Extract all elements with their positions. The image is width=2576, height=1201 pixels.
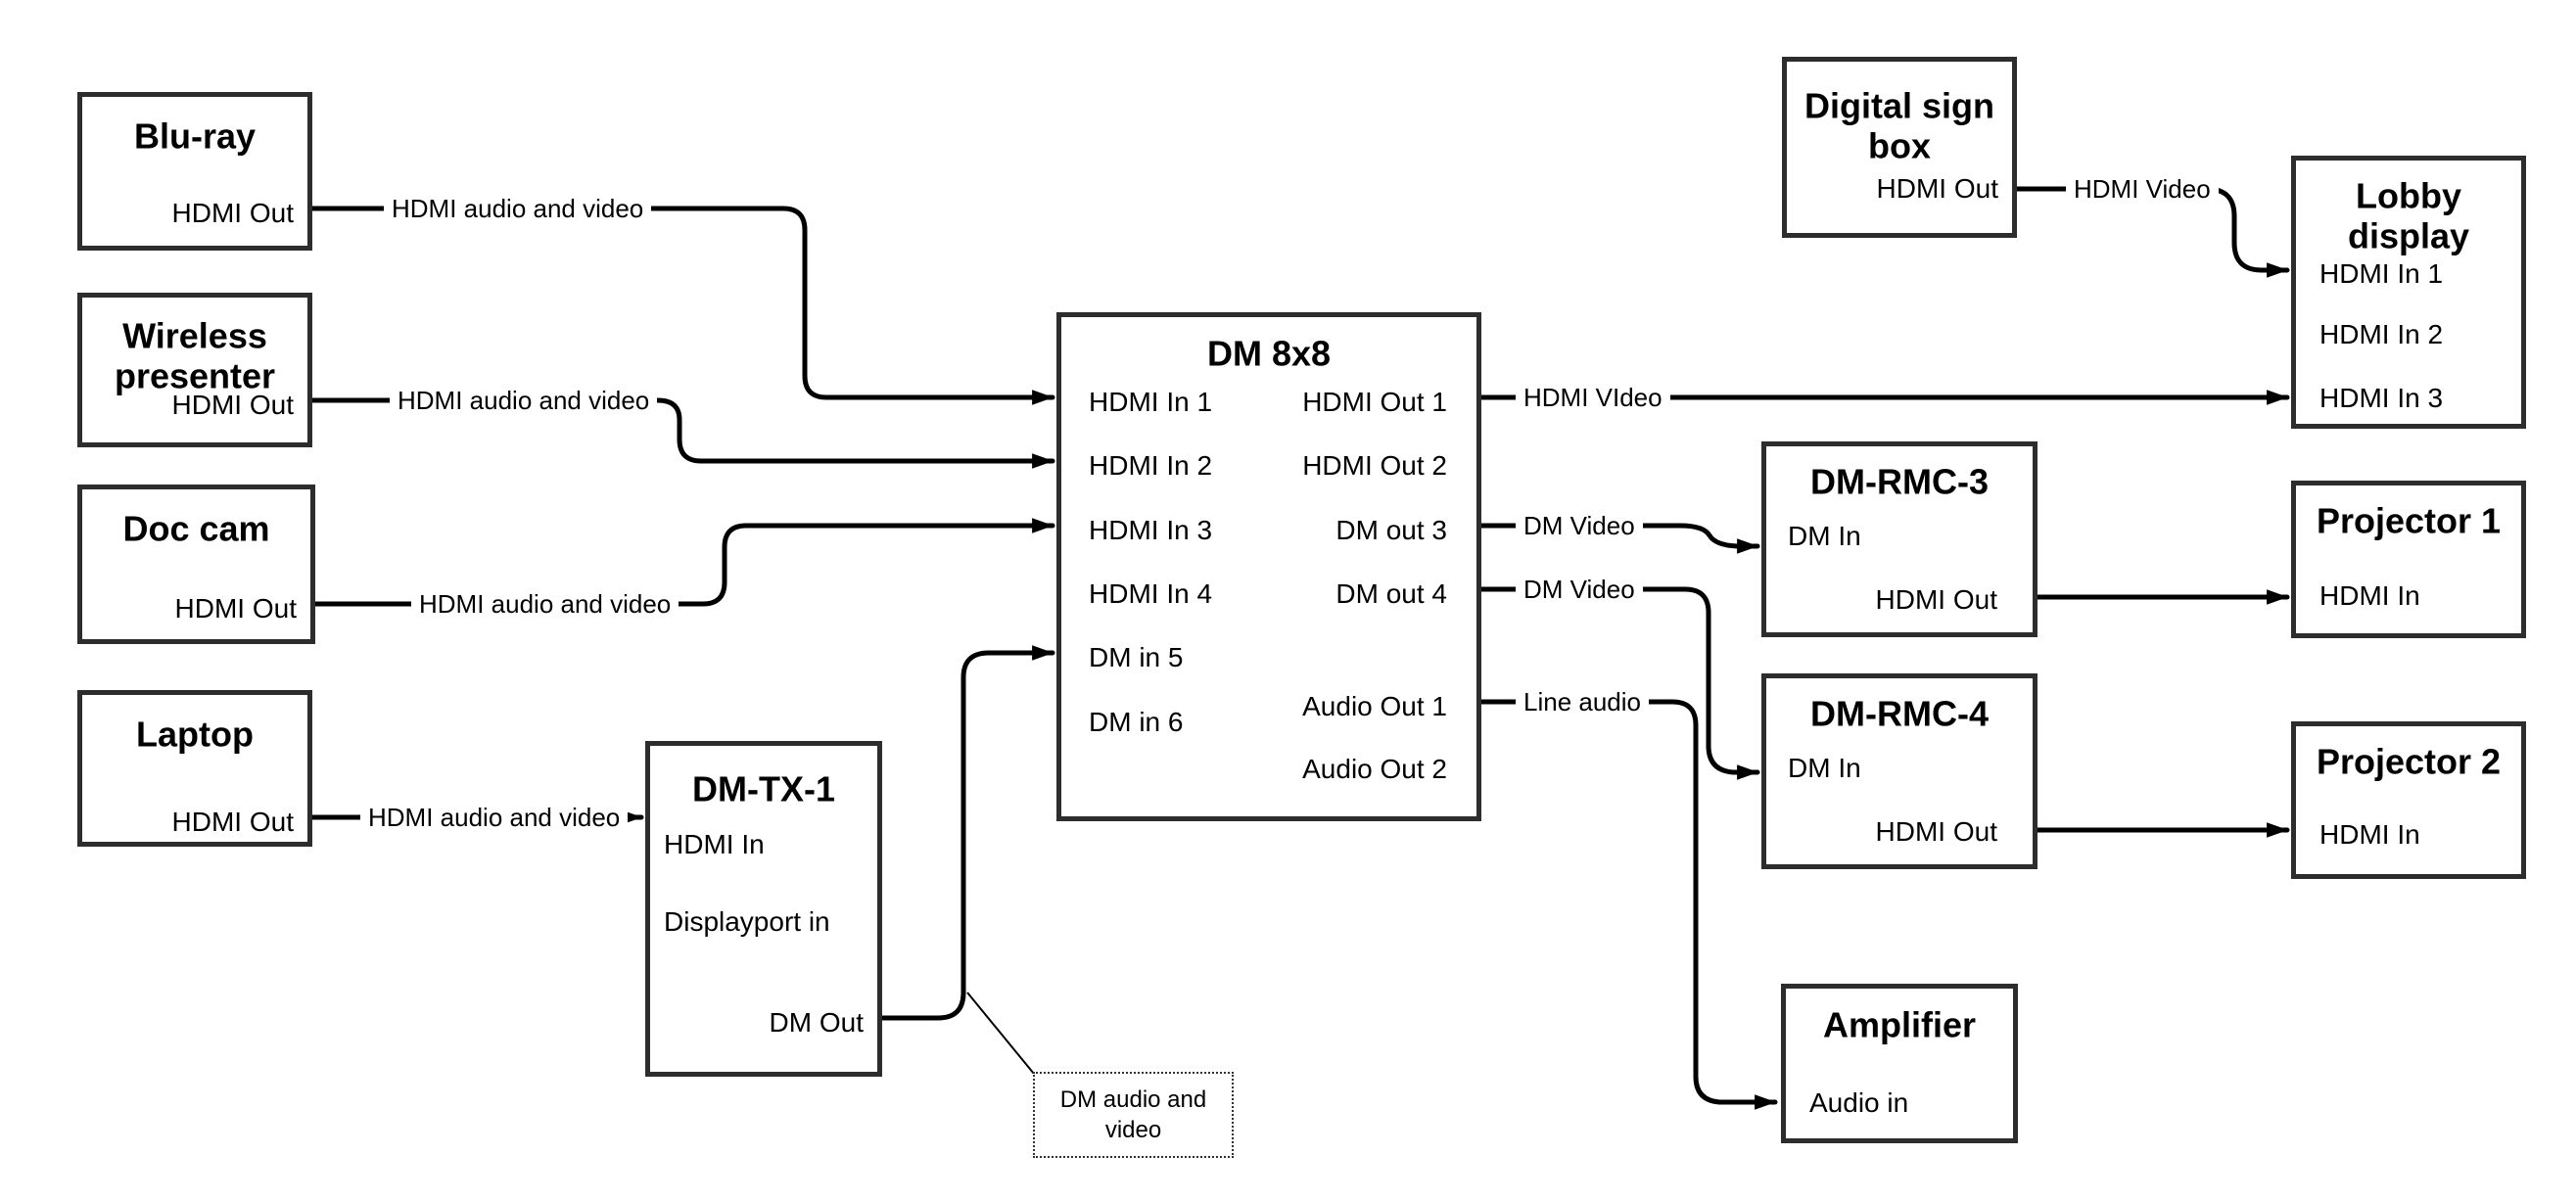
- port-dm-out: DM Out: [769, 1007, 864, 1038]
- node-title: Lobby display: [2347, 175, 2470, 256]
- port-dm-in: DM In: [1788, 753, 1861, 783]
- node-title: Blu-ray: [133, 115, 257, 157]
- annotation-leader-line: [966, 992, 1035, 1075]
- wire-label-hdmi-av: HDMI audio and video: [411, 589, 679, 619]
- port-hdmi-in-4: HDMI In 4: [1089, 578, 1213, 609]
- port-hdmi-in-1: HDMI In 1: [2319, 258, 2444, 289]
- node-amplifier: Amplifier Audio in: [1781, 984, 2018, 1143]
- port-hdmi-in-3: HDMI In 3: [2319, 383, 2444, 413]
- port-hdmi-in-1: HDMI In 1: [1089, 387, 1213, 417]
- node-title: Laptop: [136, 714, 254, 755]
- wire-label-dm-video: DM Video: [1516, 511, 1643, 540]
- node-wireless-presenter: Wireless presenter HDMI Out: [77, 293, 312, 447]
- port-audio-out-1: Audio Out 1: [1302, 691, 1447, 721]
- port-audio-in: Audio in: [1809, 1087, 1909, 1118]
- node-title: Doc cam: [122, 508, 270, 549]
- node-title: Projector 1: [2316, 500, 2502, 541]
- node-doc-cam: Doc cam HDMI Out: [77, 485, 315, 644]
- node-digital-sign-box: Digital sign box HDMI Out: [1782, 57, 2017, 238]
- port-dm-out-3: DM out 3: [1335, 515, 1447, 545]
- port-hdmi-in-3: HDMI In 3: [1089, 515, 1213, 545]
- wire-wireless-to-dm8x8-in2: [309, 397, 1055, 469]
- wire-label-line-audio: Line audio: [1516, 687, 1649, 716]
- wire-doccam-to-dm8x8-in3: [312, 518, 1055, 607]
- port-hdmi-in: HDMI In: [664, 829, 765, 859]
- port-hdmi-out: HDMI Out: [171, 807, 294, 837]
- wire-label-dm-video: DM Video: [1516, 575, 1643, 604]
- wire-label-hdmi-video: HDMI Video: [2066, 174, 2219, 204]
- port-hdmi-in: HDMI In: [2319, 819, 2420, 850]
- wire-label-hdmi-av: HDMI audio and video: [384, 194, 652, 223]
- node-title: Amplifier: [1822, 1004, 1977, 1045]
- port-hdmi-out-2: HDMI Out 2: [1302, 450, 1447, 481]
- wire-label-hdmi-video: HDMI VIdeo: [1516, 383, 1670, 412]
- node-title: DM 8x8: [1206, 333, 1332, 374]
- port-audio-out-2: Audio Out 2: [1302, 754, 1447, 784]
- wire-label-hdmi-av: HDMI audio and video: [390, 386, 658, 415]
- port-dm-out-4: DM out 4: [1335, 578, 1447, 609]
- wire-dm8x8-audio1-to-amp: [1478, 699, 1778, 1110]
- port-dm-in-5: DM in 5: [1089, 642, 1184, 672]
- node-bluray: Blu-ray HDMI Out: [77, 92, 312, 251]
- wire-dmtx1-to-dm8x8-in5: [879, 645, 1055, 1021]
- wire-bluray-to-dm8x8-in1: [309, 206, 1055, 405]
- node-laptop: Laptop HDMI Out: [77, 690, 312, 847]
- node-lobby-display: Lobby display HDMI In 1 HDMI In 2 HDMI I…: [2291, 156, 2526, 429]
- node-dm-tx-1: DM-TX-1 HDMI In Displayport in DM Out: [645, 741, 882, 1077]
- node-dm-8x8: DM 8x8 HDMI In 1 HDMI In 2 HDMI In 3 HDM…: [1056, 312, 1481, 821]
- port-hdmi-out: HDMI Out: [171, 198, 294, 228]
- port-dm-in: DM In: [1788, 521, 1861, 551]
- node-projector-1: Projector 1 HDMI In: [2291, 481, 2526, 638]
- port-displayport-in: Displayport in: [664, 906, 830, 937]
- node-title: Wireless presenter: [114, 315, 276, 396]
- node-title: DM-RMC-4: [1810, 693, 1989, 734]
- port-hdmi-in: HDMI In: [2319, 580, 2420, 611]
- port-hdmi-in-2: HDMI In 2: [1089, 450, 1213, 481]
- node-dm-rmc-4: DM-RMC-4 DM In HDMI Out: [1761, 673, 2037, 869]
- port-dm-in-6: DM in 6: [1089, 707, 1184, 737]
- wire-dm8x8-out4-to-rmc4: [1478, 586, 1760, 780]
- port-hdmi-out: HDMI Out: [1875, 584, 1997, 615]
- node-title: DM-TX-1: [692, 768, 835, 809]
- annotation-dm-audio-video: DM audio and video: [1033, 1072, 1234, 1158]
- port-hdmi-out: HDMI Out: [1876, 173, 1998, 204]
- wire-dm8x8-out3-to-rmc3: [1478, 523, 1760, 554]
- port-hdmi-out: HDMI Out: [174, 593, 297, 624]
- node-title: Projector 2: [2316, 741, 2502, 782]
- node-title: Digital sign box: [1803, 85, 1994, 166]
- port-hdmi-out: HDMI Out: [1875, 816, 1997, 847]
- port-hdmi-out-1: HDMI Out 1: [1302, 387, 1447, 417]
- port-hdmi-out: HDMI Out: [171, 390, 294, 420]
- node-title: DM-RMC-3: [1810, 461, 1989, 502]
- node-projector-2: Projector 2 HDMI In: [2291, 721, 2526, 879]
- port-hdmi-in-2: HDMI In 2: [2319, 319, 2444, 349]
- node-dm-rmc-3: DM-RMC-3 DM In HDMI Out: [1761, 441, 2037, 637]
- wire-label-hdmi-av: HDMI audio and video: [360, 803, 629, 832]
